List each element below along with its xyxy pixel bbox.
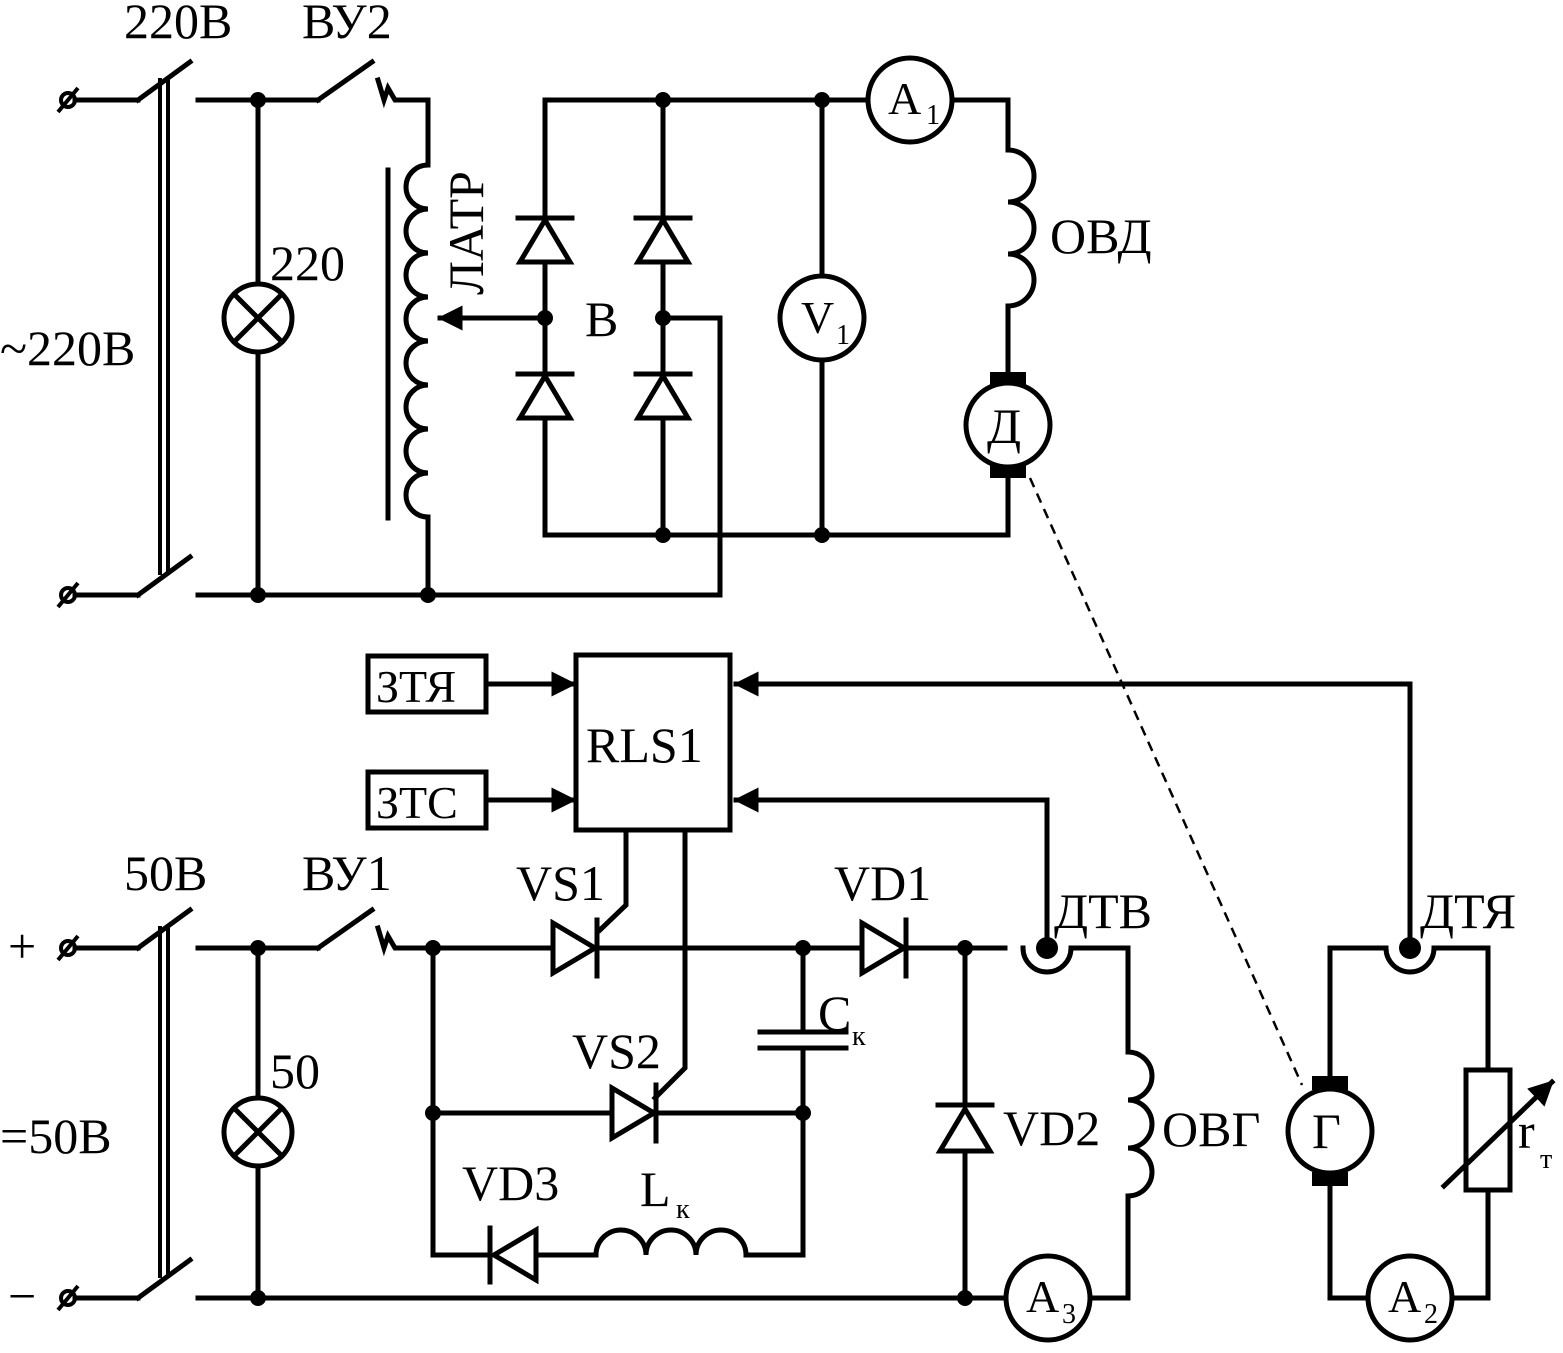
motor-d	[963, 372, 1053, 538]
inductor-lk	[593, 1227, 806, 1258]
diode-bridge-2	[633, 215, 693, 265]
label-v1-main: V	[801, 292, 834, 343]
label-vd1: VD1	[834, 855, 931, 911]
ammeter-a1	[865, 55, 955, 145]
lamp-50	[221, 1095, 295, 1169]
labels: 220В ВУ2 ~220В 220 ЛАТР В ОВД Д A 1 V 1 …	[0, 0, 1552, 1330]
label-vs2: VS2	[572, 1023, 661, 1079]
generator-field-ovg	[1087, 945, 1155, 1301]
load-resistor-rt	[1440, 1067, 1556, 1193]
diode-vd2	[935, 1102, 995, 1154]
label-a3-main: A	[1026, 1271, 1059, 1322]
label-rt-sub: т	[1540, 1144, 1552, 1175]
armature-feedback-line	[733, 671, 1413, 948]
label-minus: −	[8, 1268, 36, 1324]
label-rt-main: r	[1518, 1103, 1535, 1159]
control-block	[365, 652, 1413, 1102]
label-supply-220v: ~220В	[0, 320, 135, 376]
label-a2-sub: 2	[1424, 1299, 1438, 1330]
field-feedback-line	[733, 787, 1050, 948]
label-lamp-50: 50	[270, 1043, 320, 1099]
controller-rls1	[573, 652, 733, 833]
label-field-ovd: ОВД	[1050, 208, 1152, 264]
label-a1-sub: 1	[926, 100, 940, 131]
label-ck-main: C	[818, 985, 851, 1041]
label-switch-vu1: ВУ1	[302, 845, 392, 901]
vs2-gate-line	[651, 827, 688, 1102]
bridge-rectifier	[515, 92, 1011, 598]
label-ztc: ЗТС	[376, 777, 458, 828]
label-switch-vu2: ВУ2	[302, 0, 392, 49]
autotransformer-latr	[385, 97, 548, 598]
label-lk-sub: к	[676, 1194, 690, 1225]
diode-bridge-3	[515, 371, 575, 421]
generator-g	[1285, 1076, 1375, 1186]
ammeter-a3	[1003, 1253, 1093, 1343]
diode-bridge-4	[633, 371, 693, 421]
bottom-circuit	[56, 906, 1556, 1343]
label-plus: +	[8, 918, 36, 974]
label-supply-50v: =50В	[0, 1108, 112, 1164]
ztc-block	[365, 769, 577, 831]
capacitor-ck	[757, 945, 849, 1258]
current-sensor-dtv	[1020, 937, 1131, 975]
breaker-220v	[72, 58, 194, 599]
diode-vd1	[859, 917, 909, 979]
label-dtv: ДТВ	[1054, 883, 1152, 939]
field-winding-ovd	[1005, 97, 1037, 383]
label-v1-sub: 1	[836, 320, 850, 351]
mechanical-coupling	[1028, 477, 1304, 1086]
label-vd3: VD3	[462, 1155, 559, 1211]
label-lk-main: L	[640, 1161, 671, 1217]
ztya-block	[365, 653, 577, 715]
label-vs1: VS1	[516, 855, 605, 911]
switch-vu1	[314, 906, 1008, 957]
voltmeter-v1	[777, 273, 867, 363]
diode-bridge-1	[515, 215, 575, 265]
label-generator-g: Г	[1312, 1103, 1341, 1159]
label-vd2: VD2	[1003, 1100, 1100, 1156]
label-dtya: ДТЯ	[1420, 883, 1516, 939]
label-latr: ЛАТР	[438, 171, 494, 295]
breaker-50v	[72, 906, 194, 1302]
label-a3-sub: 3	[1062, 1299, 1076, 1330]
vs1-gate-line	[596, 827, 629, 934]
label-motor-d: Д	[987, 398, 1021, 454]
label-a2-main: A	[1388, 1271, 1421, 1322]
thyristor-vs1	[550, 917, 600, 979]
label-rectifier-b: В	[585, 291, 618, 347]
ammeter-a2	[1365, 1253, 1455, 1343]
diode-vd3	[487, 1225, 599, 1285]
label-rls1: RLS1	[586, 717, 703, 773]
thyristor-vs2	[609, 1082, 659, 1144]
label-breaker-50v: 50В	[124, 845, 207, 901]
switch-vu2	[314, 58, 431, 109]
label-ovg: ОВГ	[1162, 1101, 1260, 1157]
label-lamp-220: 220	[270, 235, 345, 291]
label-a1-main: A	[888, 73, 921, 124]
label-ztya: ЗТЯ	[376, 661, 456, 712]
top-circuit	[56, 55, 1304, 1086]
generator-loop	[1327, 937, 1491, 1301]
lamp-220	[221, 281, 295, 355]
label-breaker-220v: 220В	[124, 0, 232, 49]
label-ck-sub: к	[852, 1021, 866, 1052]
